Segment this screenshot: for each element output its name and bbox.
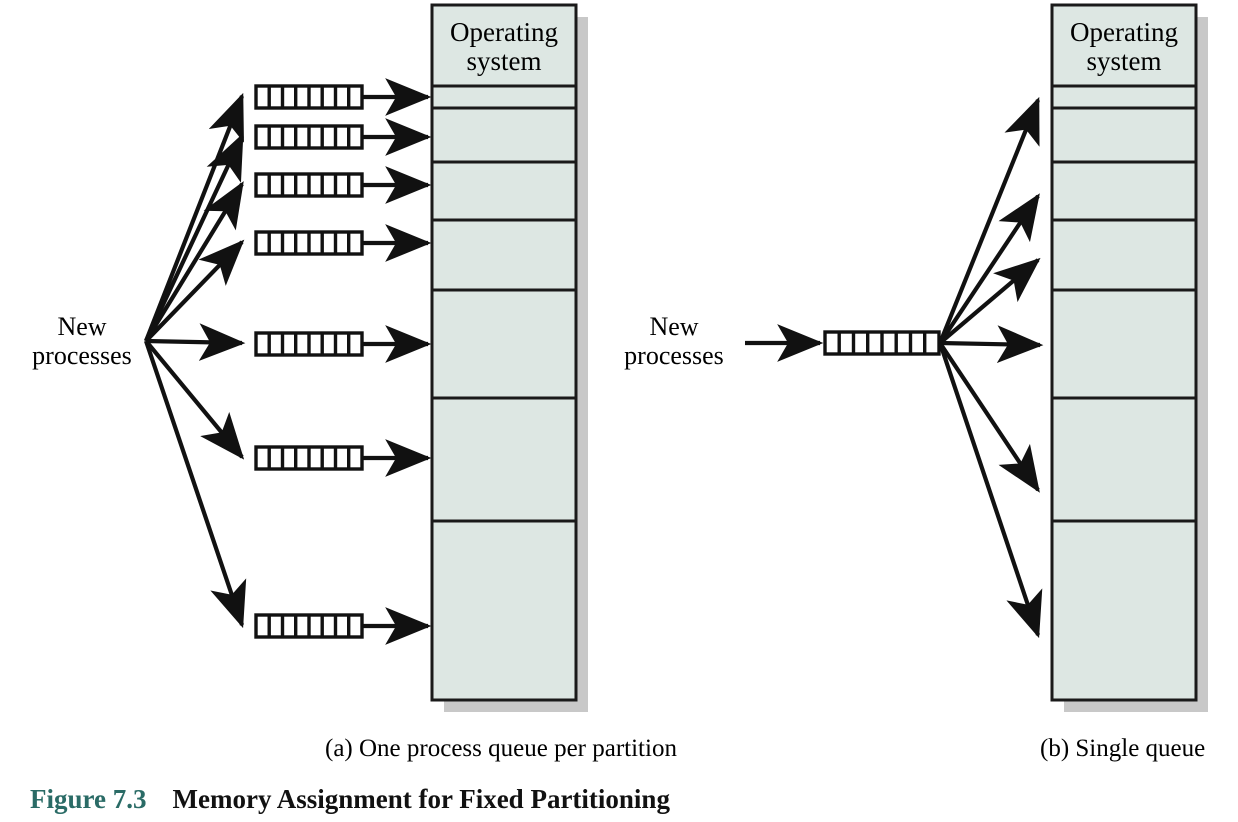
- fanout-arrow: [938, 342, 1043, 639]
- figure-title: Memory Assignment for Fixed Partitioning: [172, 784, 670, 814]
- panel-a-caption: (a) One process queue per partition: [325, 735, 677, 762]
- new-processes-label-a-line1: New: [57, 312, 107, 341]
- fanout-arrow: [144, 181, 244, 343]
- memory-partition-dividers-a: [432, 84, 576, 523]
- figure-number: Figure 7.3: [30, 784, 147, 814]
- process-queue-5: [254, 331, 364, 357]
- process-queue-2: [254, 124, 364, 150]
- process-queue-6: [254, 445, 364, 471]
- new-processes-label-b-line1: New: [649, 312, 699, 341]
- process-queue-single: [823, 330, 941, 356]
- fanout-arrows-a: [144, 92, 247, 629]
- queue-to-memory-arrows-a: [362, 78, 432, 645]
- process-queue-3: [254, 172, 364, 198]
- memory-block-a: [430, 3, 578, 702]
- process-queues-a: [254, 84, 364, 639]
- panel-b-caption: (b) Single queue: [1040, 735, 1206, 762]
- new-processes-label-b-line2: processes: [624, 340, 724, 370]
- fanout-arrow: [144, 339, 245, 460]
- fanout-arrow: [938, 96, 1040, 344]
- memory-partition-dividers-b: [1052, 84, 1196, 523]
- figure-caption: Figure 7.3 Memory Assignment for Fixed Pa…: [30, 784, 670, 815]
- process-queue-1: [254, 84, 364, 110]
- new-processes-label-a: New processes: [18, 312, 146, 370]
- fanout-arrow: [939, 325, 1044, 364]
- fanout-arrow: [145, 323, 246, 362]
- fanout-arrow: [144, 92, 244, 342]
- fanout-arrow: [938, 193, 1040, 345]
- fanout-arrow: [144, 340, 247, 629]
- fanout-arrow: [938, 341, 1040, 493]
- memory-block-b: [1050, 3, 1198, 702]
- new-processes-label-b: New processes: [610, 312, 738, 370]
- fanout-arrow: [144, 239, 245, 343]
- process-queue-4: [254, 230, 364, 256]
- fanout-arrow: [144, 132, 244, 342]
- fanout-arrows-b: [938, 96, 1044, 639]
- fanout-arrow: [938, 257, 1041, 345]
- process-queue-7: [254, 613, 364, 639]
- new-processes-label-a-line2: processes: [32, 340, 132, 370]
